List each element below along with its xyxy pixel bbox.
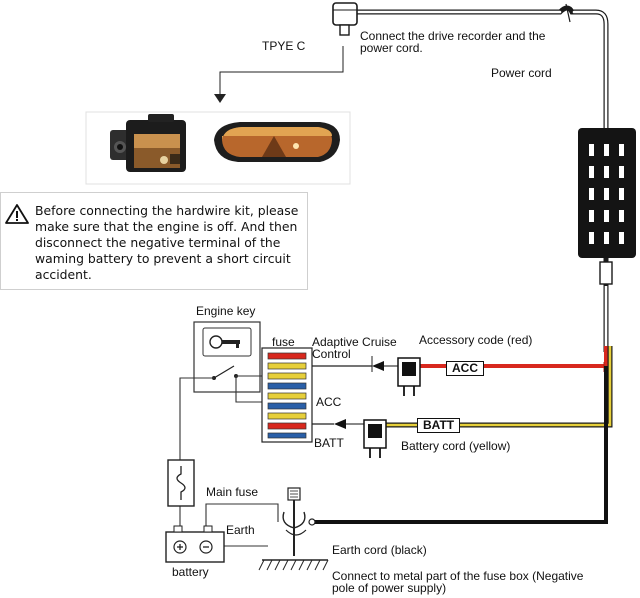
power-cord-cable <box>352 3 609 133</box>
earth-bolt <box>282 487 316 556</box>
circuit-lines <box>179 375 279 547</box>
battery-cord-label: Battery cord (yellow) <box>401 439 511 453</box>
usb-c-plug <box>332 2 358 36</box>
fuse-box <box>261 347 373 443</box>
fuse-label: fuse <box>272 335 295 349</box>
ground-icon <box>258 559 329 571</box>
arrow-acc-to-fusebox <box>372 361 398 371</box>
key-icon <box>209 335 223 349</box>
power-cord-label: Power cord <box>491 66 552 80</box>
converter-output-cable <box>599 258 613 352</box>
hardwire-converter <box>578 128 636 258</box>
main-fuse-label: Main fuse <box>206 485 259 499</box>
main-fuse <box>167 459 195 507</box>
warning-text: Before connecting the hardwire kit, plea… <box>35 203 299 282</box>
connect-recorder-label: Connect the drive recorder and the power… <box>360 29 546 55</box>
type-c-label: TPYE C <box>262 39 306 53</box>
batt-label: BATT <box>314 436 344 450</box>
arrow-batt-to-fusebox <box>334 419 364 429</box>
battery <box>165 525 225 563</box>
batt-wire-tag: BATT <box>417 418 461 433</box>
acc-wire-tag: ACC <box>446 361 484 376</box>
engine-key-switch <box>193 321 261 393</box>
engine-key-label: Engine key <box>196 304 256 318</box>
warning-triangle-icon <box>5 204 29 224</box>
dashcam-image <box>110 114 186 172</box>
earth-wire-black <box>312 366 608 524</box>
batt-wire-yellow <box>386 346 613 428</box>
warning-box: Before connecting the hardwire kit, plea… <box>0 192 308 290</box>
adaptive-cruise-label: Adaptive Cruise Control <box>312 335 397 361</box>
battery-label: battery <box>172 565 209 579</box>
connect-metal-label: Connect to metal part of the fuse box (N… <box>332 569 584 595</box>
mirror-image <box>214 122 340 162</box>
earth-label: Earth <box>226 523 255 537</box>
arrow-to-recorder <box>214 46 344 103</box>
acc-fuse-tap <box>397 357 421 396</box>
fuse-icon <box>176 466 186 500</box>
earth-cord-label: Earth cord (black) <box>332 543 427 557</box>
batt-fuse-tap <box>363 419 387 458</box>
acc-label: ACC <box>316 395 342 409</box>
accessory-code-label: Accessory code (red) <box>419 333 533 347</box>
recorder-photos <box>85 111 351 185</box>
